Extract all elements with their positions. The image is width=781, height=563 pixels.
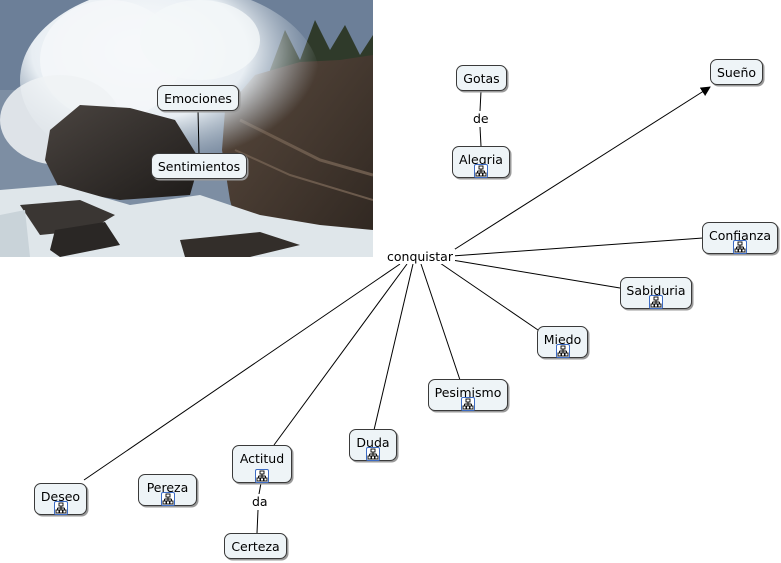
concept-map-icon[interactable] xyxy=(160,492,175,506)
concept-miedo[interactable]: Miedo xyxy=(537,326,588,358)
concept-map-icon[interactable] xyxy=(366,447,380,461)
concept-duda[interactable]: Duda xyxy=(349,429,397,461)
concept-label: Alegria xyxy=(459,152,503,167)
concept-label: Certeza xyxy=(231,539,280,554)
concept-deseo[interactable]: Deseo xyxy=(34,483,87,515)
concept-map-icon[interactable] xyxy=(649,295,663,309)
concept-pereza[interactable]: Pereza xyxy=(138,474,197,506)
concept-label: Pesimismo xyxy=(434,385,502,400)
linking-phrase-de[interactable]: de xyxy=(471,111,491,126)
concept-pesimismo[interactable]: Pesimismo xyxy=(428,379,508,411)
edge-conquistar-sabiduria xyxy=(451,259,621,289)
concept-label: Sueño xyxy=(716,65,757,80)
concept-certeza[interactable]: Certeza xyxy=(224,533,287,559)
edge-actitud-da xyxy=(258,482,262,495)
edge-conquistar-sueno xyxy=(451,86,711,252)
ocean-waves-rocks-photo xyxy=(0,0,373,257)
concept-map-icon[interactable] xyxy=(555,344,570,358)
edge-de-alegria xyxy=(479,126,482,147)
concept-sueno[interactable]: Sueño xyxy=(710,59,763,85)
concept-confianza[interactable]: Confianza xyxy=(702,222,778,254)
concept-emociones[interactable]: Emociones xyxy=(157,85,239,111)
concept-label: Actitud xyxy=(239,451,285,466)
edge-conquistar-confianza xyxy=(451,237,704,257)
linking-phrase-conquistar[interactable]: conquistar xyxy=(385,249,455,264)
concept-sabiduria[interactable]: Sabiduria xyxy=(620,277,692,309)
concept-map-icon[interactable] xyxy=(53,501,68,515)
concept-label: Confianza xyxy=(709,228,771,243)
edge-conquistar-deseo xyxy=(83,263,401,481)
concept-label: Deseo xyxy=(40,489,81,504)
edge-emociones-sentimientos xyxy=(197,109,200,155)
edge-conquistar-pesimismo xyxy=(420,263,461,381)
concept-label: Sabiduria xyxy=(626,283,686,298)
edge-da-certeza xyxy=(256,509,259,534)
concept-label: Gotas xyxy=(463,71,500,86)
concept-map-icon[interactable] xyxy=(461,397,475,411)
edge-conquistar-actitud xyxy=(273,263,408,446)
concept-label: Duda xyxy=(356,435,390,450)
concept-label: Miedo xyxy=(543,332,582,347)
edge-conquistar-duda xyxy=(373,263,414,431)
concept-sentimientos[interactable]: Sentimientos xyxy=(151,153,247,179)
concept-label: Pereza xyxy=(146,480,189,495)
concept-label: Sentimientos xyxy=(157,159,241,174)
concept-label: Emociones xyxy=(164,91,232,106)
edge-conquistar-miedo xyxy=(439,262,539,331)
concept-actitud[interactable]: Actitud xyxy=(232,445,292,483)
concept-map-icon[interactable] xyxy=(474,164,488,178)
concept-alegria[interactable]: Alegria xyxy=(452,146,510,178)
concept-map-icon[interactable] xyxy=(733,240,747,254)
concept-map-icon[interactable] xyxy=(255,469,269,483)
concept-gotas[interactable]: Gotas xyxy=(456,65,507,91)
linking-phrase-da[interactable]: da xyxy=(250,494,270,509)
edge-gotas-de xyxy=(479,90,482,112)
